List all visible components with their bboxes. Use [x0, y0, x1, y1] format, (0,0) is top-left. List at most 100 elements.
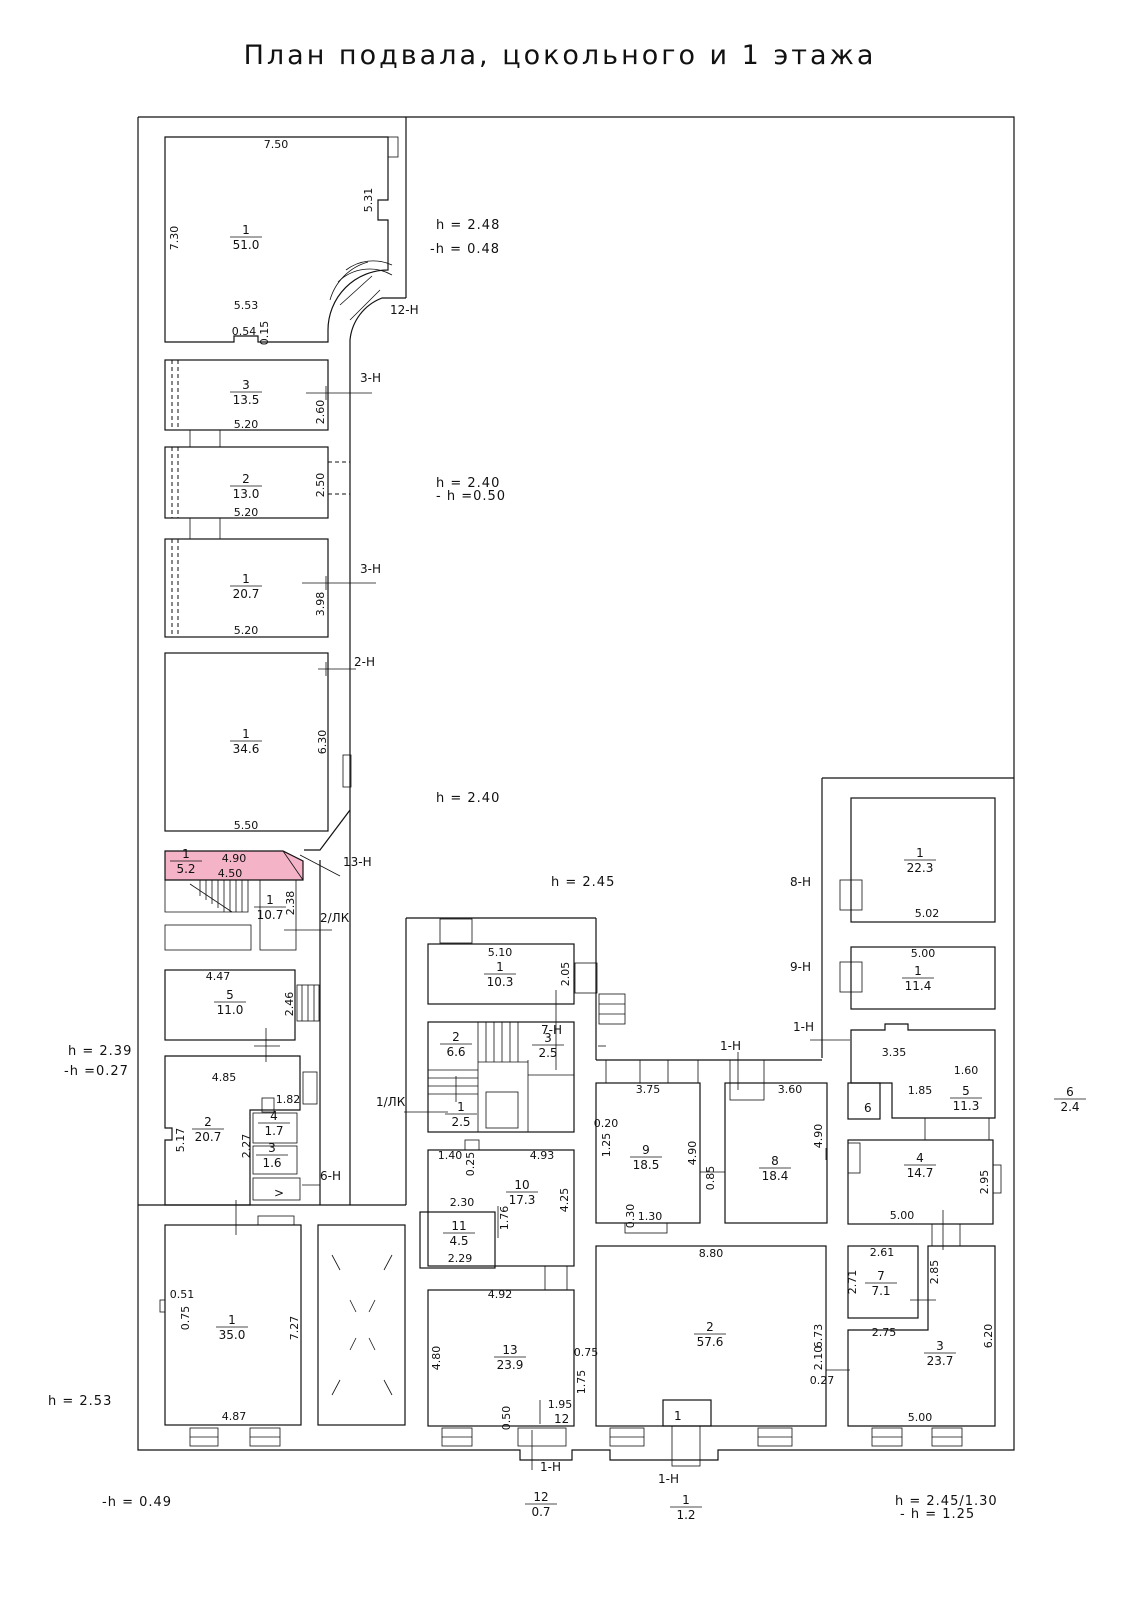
dimension-label: 5.00	[908, 1411, 933, 1424]
room-label: 414.7	[904, 1151, 936, 1180]
room-area: 2.5	[538, 1046, 557, 1060]
room-area: 6.6	[446, 1045, 465, 1059]
room-number: 2	[452, 1030, 460, 1044]
room-label: 135.0	[216, 1313, 248, 1342]
rooms-middle	[419, 918, 828, 1467]
room-label: 313.5	[230, 378, 262, 407]
room-label: 114.5	[443, 1219, 475, 1248]
room-label: 120.7	[230, 572, 262, 601]
dimension-label: 2.38	[284, 891, 297, 916]
room-number: 8	[771, 1154, 779, 1168]
room-area: 20.7	[195, 1130, 222, 1144]
room-area: 7.1	[871, 1284, 890, 1298]
room-label: 32.5	[532, 1031, 564, 1060]
room-number: 1	[228, 1313, 236, 1327]
outer-wall	[137, 116, 1015, 1461]
dimension-label: 2.85	[928, 1260, 941, 1285]
room-area: 1.2	[676, 1508, 695, 1522]
height-label: - h = 1.25	[900, 1507, 975, 1522]
room-area: 23.9	[497, 1358, 524, 1372]
room-area: 51.0	[233, 238, 260, 252]
dimension-label: 0.50	[500, 1406, 513, 1431]
height-label: -h = 0.48	[430, 242, 500, 257]
dimension-label: 4.93	[530, 1149, 555, 1162]
room-number: 6	[864, 1101, 872, 1115]
room-number: 1	[266, 893, 274, 907]
room-area: 35.0	[219, 1328, 246, 1342]
dimension-label: 2.61	[870, 1246, 895, 1259]
dimension-label: 2.27	[240, 1134, 253, 1159]
dimension-label: 3.75	[636, 1083, 661, 1096]
dimension-label: 4.85	[212, 1071, 237, 1084]
room-label: 77.1	[865, 1269, 897, 1298]
dimension-label: 1.82	[276, 1093, 301, 1106]
dimension-label: 0.54	[232, 325, 257, 338]
room-number: 1	[182, 847, 190, 861]
dimension-label: 4.92	[488, 1288, 513, 1301]
door-label: 9-Н	[790, 960, 811, 974]
room-area: 2.5	[451, 1115, 470, 1129]
dimension-label: 2.05	[559, 962, 572, 987]
dimension-label: 5.31	[362, 188, 375, 213]
dimension-label: 2.29	[448, 1252, 473, 1265]
door-label: 2/ЛК	[320, 911, 350, 925]
dimension-label: 5.02	[915, 907, 940, 920]
door-label: 8-Н	[790, 875, 811, 889]
dimension-label: 0.30	[624, 1204, 637, 1229]
dimension-label: 0.85	[704, 1166, 717, 1191]
room-number: 1	[914, 964, 922, 978]
room-label: 511.3	[950, 1084, 982, 1113]
rooms-right	[839, 797, 1002, 1447]
dimension-label: 0.51	[170, 1288, 195, 1301]
room-area: 20.7	[233, 587, 260, 601]
dimension-label: 5.53	[234, 299, 259, 312]
dimension-label: 1.60	[954, 1064, 979, 1077]
rooms-left-column	[159, 359, 406, 1447]
room-label: 31.6	[256, 1141, 288, 1170]
room-number: 2	[706, 1320, 714, 1334]
dimension-label: 2.75	[872, 1326, 897, 1339]
room-number: 1	[496, 960, 504, 974]
door-label: 6-Н	[320, 1169, 341, 1183]
room-51	[164, 136, 399, 343]
room-number: 9	[642, 1143, 650, 1157]
dimension-label: 1.75	[575, 1370, 588, 1395]
door-label: 13-Н	[343, 855, 372, 869]
room-area: 1.6	[262, 1156, 281, 1170]
room-label: 111.4	[902, 964, 934, 993]
room-area: 11.3	[953, 1099, 980, 1113]
room-label: 134.6	[230, 727, 262, 756]
door-label: 2-Н	[354, 655, 375, 669]
dimension-label: 4.90	[812, 1124, 825, 1149]
dimension-label: 0.27	[810, 1374, 835, 1387]
dimension-label: 2.71	[846, 1270, 859, 1295]
door-label: 1/ЛК	[376, 1095, 406, 1109]
room-label: 257.6	[694, 1320, 726, 1349]
height-label: h = 2.45	[551, 875, 615, 890]
dimension-label: 4.90	[686, 1141, 699, 1166]
dimension-label: 0.75	[179, 1306, 192, 1331]
room-label: 818.4	[759, 1154, 791, 1183]
dimension-label: 5.50	[234, 819, 259, 832]
dimension-label: 3.98	[314, 592, 327, 617]
room-5-2-highlight	[164, 850, 304, 881]
room-number: 13	[502, 1343, 517, 1357]
room-number: 2	[204, 1115, 212, 1129]
dimension-label: 3.35	[882, 1046, 907, 1059]
room-number: 3	[268, 1141, 276, 1155]
room-number: 12	[554, 1412, 569, 1426]
dimension-label: 3.60	[778, 1083, 803, 1096]
room-number: 1	[242, 223, 250, 237]
dimension-label: 6.73	[812, 1324, 825, 1349]
room-area: 14.7	[907, 1166, 934, 1180]
dimension-label: 8.80	[699, 1247, 724, 1260]
room-label: 151.0	[230, 223, 262, 252]
room-area: 18.4	[762, 1169, 789, 1183]
dimension-label: 0.20	[594, 1117, 619, 1130]
room-area: 23.7	[927, 1354, 954, 1368]
height-label: - h =0.50	[436, 489, 506, 504]
room-number: 12	[533, 1490, 548, 1504]
dimension-label: 4.80	[430, 1346, 443, 1371]
